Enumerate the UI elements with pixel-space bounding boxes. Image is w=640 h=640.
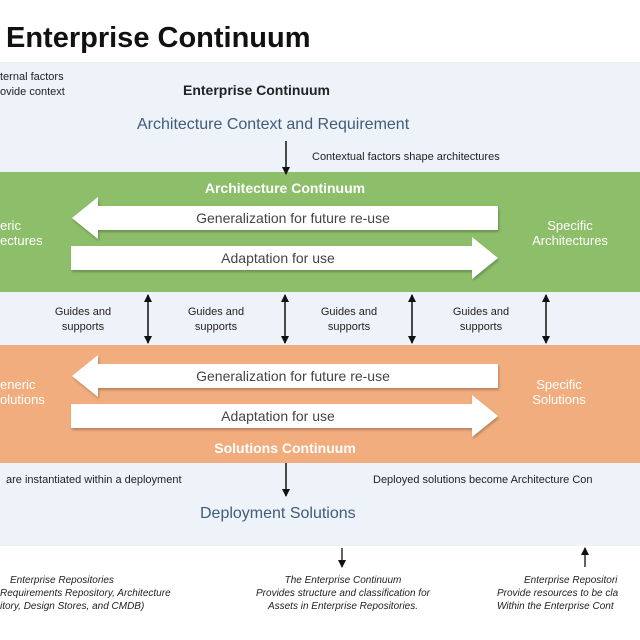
- enterprise-repositories-title: Enterprise Repositories: [10, 575, 114, 586]
- continuum-note-line-3: Assets in Enterprise Repositories.: [267, 601, 419, 612]
- generic-architectures-line-2: ectures: [0, 233, 43, 248]
- specific-architectures-line-2: Architectures: [532, 233, 608, 248]
- architecture-continuum-band: [0, 172, 640, 292]
- guides-label-2-line-1: Guides and: [187, 306, 245, 318]
- architecture-context-requirement: Architecture Context and Requirement: [137, 116, 410, 133]
- architecture-continuum-header: Architecture Continuum: [204, 180, 366, 196]
- repositories-resources-line-3: Within the Enterprise Cont: [497, 601, 614, 612]
- architecture-generalization-label: Generalization for future re-use: [196, 210, 390, 226]
- specific-solutions-line-1: Specific: [536, 377, 582, 392]
- generic-solutions-line-1: eneric: [0, 377, 36, 392]
- solutions-generalization-label: Generalization for future re-use: [196, 368, 390, 384]
- guides-label-4-line-2: supports: [459, 321, 503, 333]
- repositories-resources-title: Enterprise Repositori: [524, 575, 618, 586]
- specific-solutions-line-2: Solutions: [532, 392, 586, 407]
- solutions-adaptation-arrow: [71, 395, 498, 437]
- architecture-adaptation-label: Adaptation for use: [221, 250, 335, 266]
- architecture-adaptation-arrow: [71, 237, 498, 279]
- enterprise-repositories-line-3: itory, Design Stores, and CMDB): [0, 601, 145, 612]
- deployed-solutions-label: Deployed solutions become Architecture C…: [373, 474, 593, 486]
- specific-architectures-line-1: Specific: [547, 218, 593, 233]
- instantiated-label: are instantiated within a deployment: [6, 474, 182, 486]
- solutions-adaptation-label: Adaptation for use: [221, 408, 335, 424]
- external-factors-line-1: ternal factors: [0, 71, 64, 83]
- diagram-background: [0, 62, 640, 546]
- generic-solutions-line-2: olutions: [0, 392, 45, 407]
- external-factors-line-2: ovide context: [0, 86, 65, 98]
- page-title: Enterprise Continuum: [6, 22, 311, 54]
- solutions-generalization-arrow: [72, 355, 498, 397]
- enterprise-continuum-header: Enterprise Continuum: [183, 82, 331, 98]
- guides-label-4-line-1: Guides and: [452, 306, 510, 318]
- solutions-continuum-header: Solutions Continuum: [214, 440, 356, 456]
- guides-label-2-line-2: supports: [194, 321, 238, 333]
- continuum-note-line-2: Provides structure and classification fo…: [256, 588, 430, 599]
- repositories-resources-line-2: Provide resources to be cla: [497, 588, 619, 599]
- guides-label-1-line-2: supports: [61, 321, 105, 333]
- continuum-note-title: The Enterprise Continuum: [284, 575, 402, 586]
- guides-label-3-line-1: Guides and: [320, 306, 378, 318]
- architecture-generalization-arrow: [72, 197, 498, 239]
- contextual-factors-label: Contextual factors shape architectures: [312, 151, 500, 163]
- deployment-solutions: Deployment Solutions: [200, 505, 356, 522]
- enterprise-repositories-line-2: Requirements Repository, Architecture: [0, 588, 171, 599]
- guides-label-3-line-2: supports: [327, 321, 371, 333]
- generic-architectures-line-1: eric: [0, 218, 21, 233]
- guides-label-1-line-1: Guides and: [54, 306, 112, 318]
